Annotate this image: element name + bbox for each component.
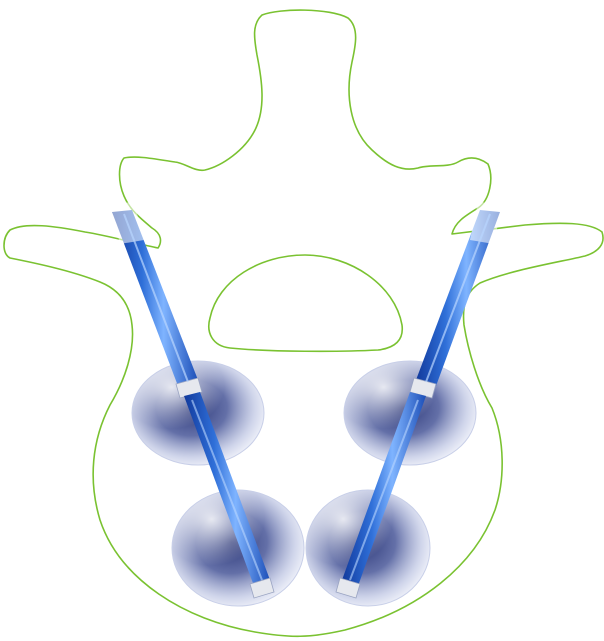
spinal-canal-outline — [209, 255, 402, 351]
